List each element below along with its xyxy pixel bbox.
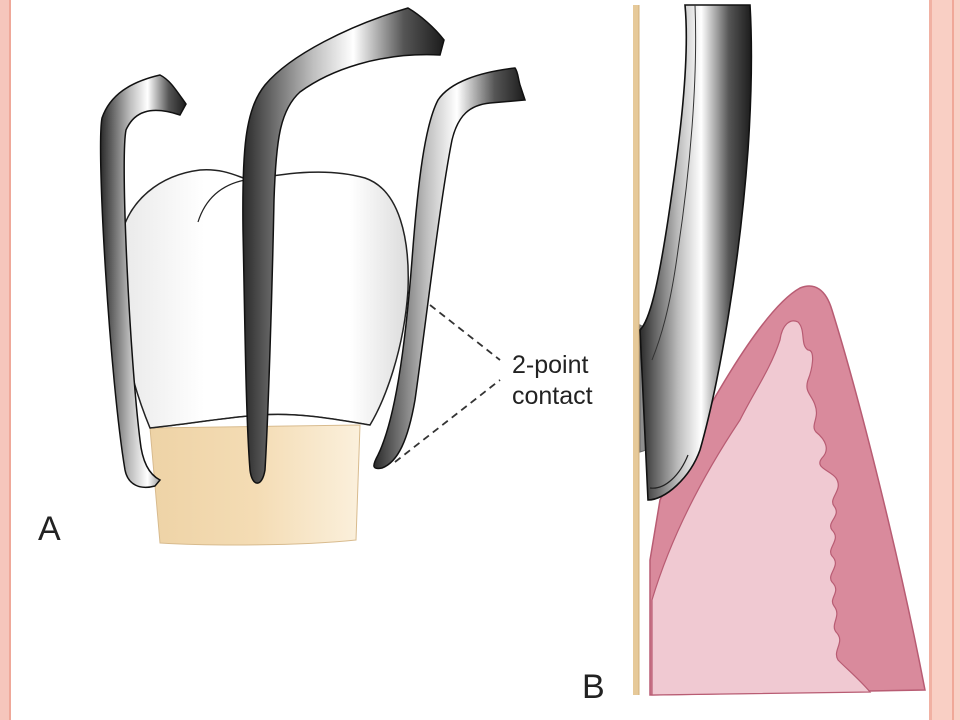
- gingiva-connective-tissue: [651, 320, 872, 696]
- callout-leader-lower: [394, 379, 501, 463]
- root-surface: [633, 5, 639, 695]
- slide-left-border: [0, 0, 9, 720]
- panel-a-label: A: [38, 510, 61, 548]
- slide-right-border-line: [929, 0, 932, 720]
- callout-leader-upper: [429, 304, 501, 361]
- panel-a: [99, 7, 527, 546]
- curette-middle: [242, 7, 445, 484]
- curette-panel-b: [639, 4, 753, 501]
- callout-line-1: 2-point: [512, 351, 589, 379]
- callout-line-2: contact: [512, 382, 593, 410]
- slide-right-border: [932, 0, 960, 720]
- slide-left-border-line: [9, 0, 11, 720]
- slide-right-border-line-outer: [952, 0, 954, 720]
- curette-left: [99, 74, 187, 489]
- panel-b-label: B: [582, 668, 605, 706]
- panel-b: [633, 4, 926, 696]
- two-point-contact-label: 2-point contact: [512, 350, 593, 412]
- curette-right: [373, 67, 527, 470]
- tooth-root: [149, 424, 361, 546]
